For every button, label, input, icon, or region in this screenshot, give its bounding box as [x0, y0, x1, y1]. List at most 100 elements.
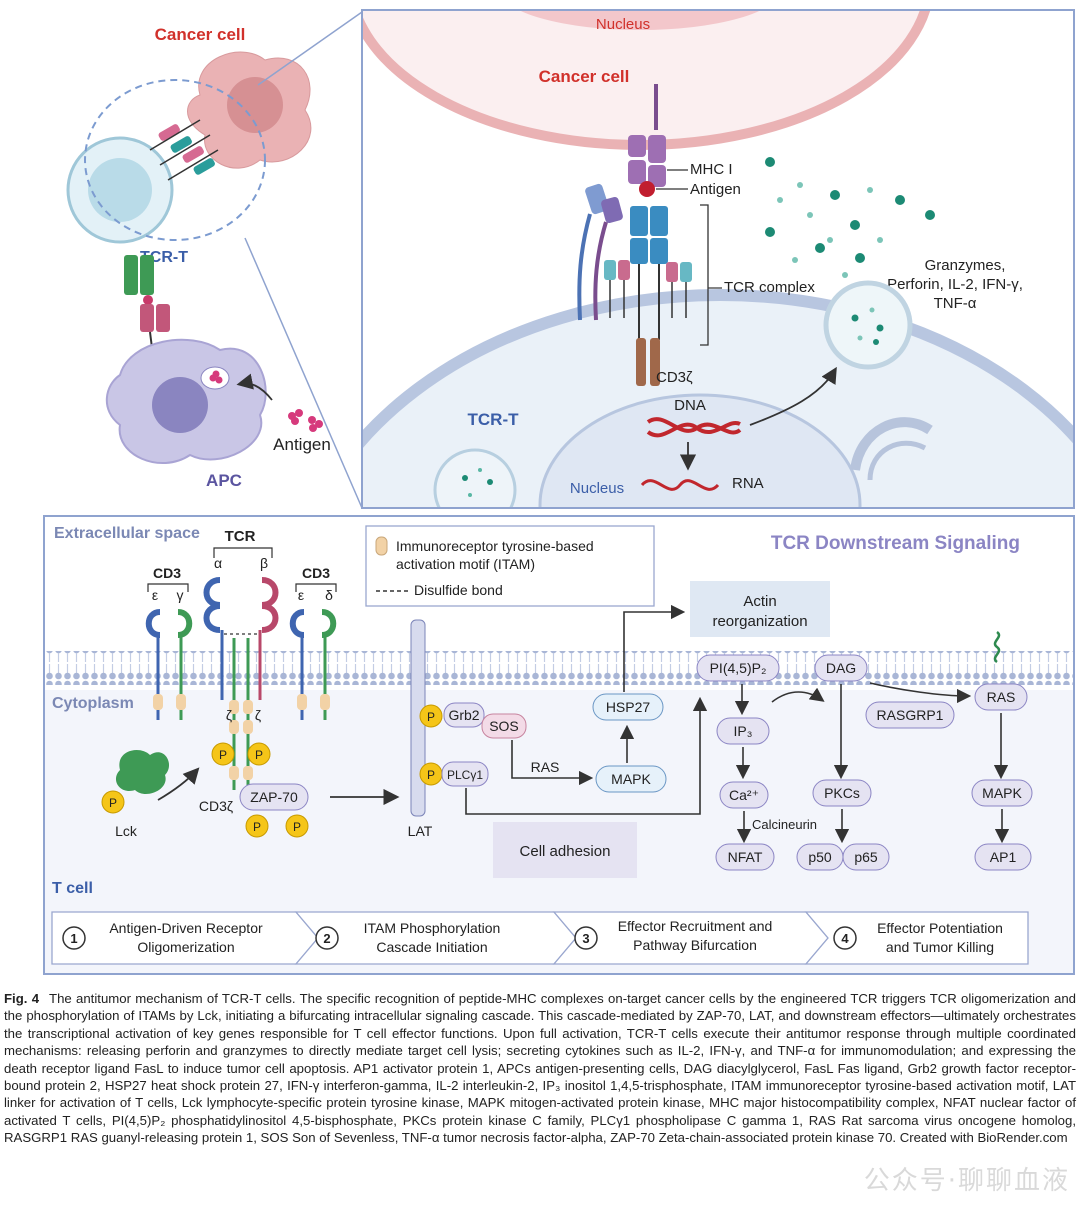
- vesicle-bottom-left: [433, 448, 517, 507]
- sos-label: SOS: [489, 718, 519, 734]
- actin-line2: reorganization: [712, 613, 807, 630]
- grb2-box: [443, 702, 485, 728]
- lck-shape: [115, 750, 170, 795]
- svg-text:P: P: [427, 710, 435, 724]
- step1-line1: Antigen-Driven Receptor: [109, 920, 263, 936]
- apc-label: APC: [206, 471, 242, 490]
- rasgrp1-box: [865, 701, 955, 729]
- actin-box: [690, 581, 830, 637]
- ip3-box: [716, 717, 770, 745]
- steps-bar: 1 2 3 4 Antigen-Driven Receptor Oligomer…: [51, 911, 1029, 965]
- antigen-uptake-arrow: [236, 373, 273, 401]
- epsilon-left: ε: [152, 587, 158, 603]
- ras-anchor: [993, 630, 1001, 664]
- hsp27-box: [592, 693, 664, 721]
- ca-label: Ca²⁺: [729, 787, 759, 803]
- granules: [765, 157, 935, 278]
- figure-4: Cancer cell TCR-T: [43, 9, 1075, 975]
- lck-phospho: [101, 790, 125, 814]
- top-left-panel: Cancer cell TCR-T: [66, 11, 363, 509]
- effectors-line3: TNF-α: [934, 295, 977, 312]
- tcr-complex: [604, 206, 692, 386]
- tcr-stalk: [124, 255, 170, 349]
- lat-label: LAT: [408, 823, 433, 839]
- bottom-panel: Extracellular space Cytoplasm T cell TCR…: [43, 515, 1075, 975]
- mhc-i: [628, 84, 666, 187]
- antigen-label-right: Antigen: [690, 181, 741, 198]
- ras-arrow-label: RAS: [531, 759, 560, 775]
- watermark: 公众号·聊聊血液: [863, 1166, 1070, 1196]
- tcrt-nucleus: [88, 158, 152, 222]
- step3-line1: Effector Recruitment and: [618, 918, 773, 934]
- step2-line1: ITAM Phosphorylation: [364, 920, 501, 936]
- svg-text:P: P: [253, 820, 261, 834]
- svg-text:P: P: [293, 820, 301, 834]
- beta-label: β: [260, 555, 268, 571]
- pip2-box: [696, 654, 780, 682]
- mapk-mid-label: MAPK: [611, 771, 651, 787]
- mapk-mid-box: [595, 765, 667, 793]
- dag-box: [814, 654, 868, 682]
- p50-label: p50: [808, 849, 832, 865]
- nfat-box: [715, 843, 775, 871]
- antigen-particles: [288, 409, 323, 432]
- zoom-connector-bottom: [244, 237, 363, 509]
- zeta-left: ζ: [226, 707, 232, 723]
- svg-text:P: P: [219, 748, 227, 762]
- step1-line2: Oligomerization: [137, 939, 234, 955]
- cd3-eg-chains: [145, 609, 193, 720]
- zoom-connector-top: [257, 11, 363, 86]
- figure-label: Fig. 4: [4, 991, 40, 1006]
- svg-text:P: P: [109, 796, 117, 810]
- zap70-box: [239, 783, 309, 811]
- coreceptors: [577, 183, 623, 321]
- tcrt-label-right: TCR-T: [468, 410, 520, 429]
- cancer-nucleus-top: [520, 11, 760, 30]
- cd3z-label-bottom: CD3ζ: [199, 798, 233, 814]
- step3-num: 3: [582, 931, 589, 946]
- receptor-cluster: [149, 119, 219, 181]
- epsilon-right: ε: [298, 587, 304, 603]
- grb2-label: Grb2: [448, 707, 479, 723]
- legend-itam-2: activation motif (ITAM): [396, 556, 535, 572]
- antigen-label-left: Antigen: [273, 435, 331, 454]
- gamma-label: γ: [177, 587, 184, 603]
- zeta-right: ζ: [255, 707, 261, 723]
- cd3z-label-top: CD3ζ: [656, 369, 693, 386]
- lck-label: Lck: [115, 823, 138, 839]
- legend-disulfide: Disulfide bond: [414, 582, 503, 598]
- step4-line2: and Tumor Killing: [886, 939, 994, 955]
- plcg1-label: PLCγ1: [447, 768, 483, 782]
- tcr-complex-label: TCR complex: [724, 279, 815, 296]
- tcr-alpha-beta-chains: [203, 577, 279, 790]
- calcineurin-label: Calcineurin: [752, 817, 817, 832]
- dna-strand-2: [646, 421, 741, 438]
- mapk-right-label: MAPK: [982, 785, 1022, 801]
- cd3-ed-chains: [289, 609, 337, 720]
- actin-line1: Actin: [743, 593, 776, 610]
- cell-adhesion-label: Cell adhesion: [520, 843, 611, 860]
- step2-num: 2: [323, 931, 330, 946]
- caption-text: The antitumor mechanism of TCR-T cells. …: [4, 991, 1076, 1146]
- zoom-circle: [84, 79, 266, 241]
- cell-adhesion-box: [493, 822, 637, 878]
- antigen-dot: [639, 181, 655, 197]
- alpha-label: α: [214, 555, 222, 571]
- secretion-arrow: [749, 366, 837, 426]
- tcr-label: TCR: [225, 528, 256, 545]
- legend-box: [365, 525, 655, 607]
- extracellular-label: Extracellular space: [54, 525, 200, 542]
- step4-line1: Effector Potentiation: [877, 920, 1003, 936]
- rna-strand: [640, 479, 720, 491]
- cancer-cell-label-right: Cancer cell: [539, 67, 630, 86]
- effectors-line1: Granzymes,: [925, 257, 1006, 274]
- apc-nucleus: [152, 377, 208, 433]
- ap1-label: AP1: [990, 849, 1017, 865]
- nucleus-label-bottom: Nucleus: [570, 480, 624, 497]
- step1-num: 1: [70, 931, 77, 946]
- pkcs-box: [812, 779, 872, 807]
- zap70-label: ZAP-70: [250, 789, 298, 805]
- pkcs-label: PKCs: [824, 785, 860, 801]
- pip2-label: PI(4,5)P₂: [710, 660, 767, 676]
